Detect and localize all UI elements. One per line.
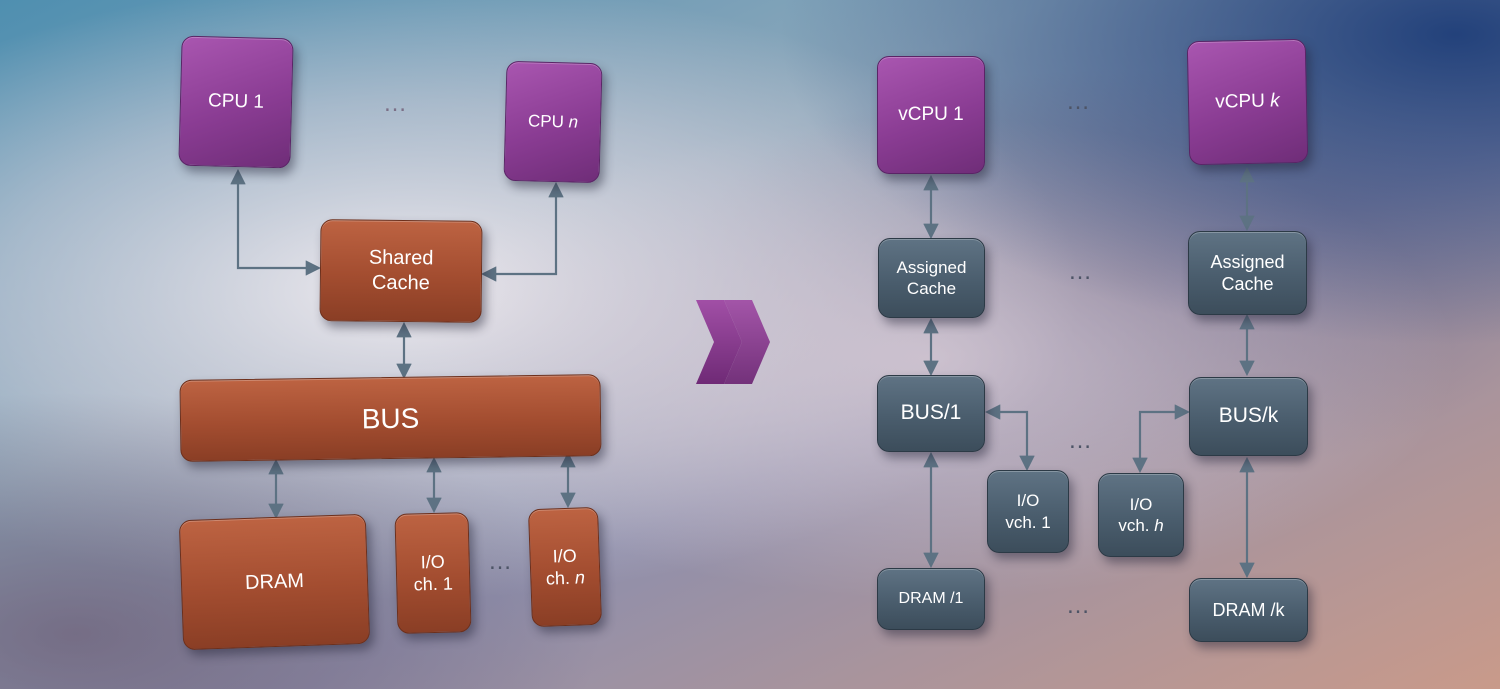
io-vch-h-box: I/O vch. h bbox=[1098, 473, 1184, 557]
io-ch-1-label-line2: ch. 1 bbox=[413, 573, 454, 595]
bus-1-label: BUS/1 bbox=[900, 401, 962, 425]
assigned-cache-k-label-line2: Cache bbox=[1221, 274, 1274, 294]
dram-label: DRAM bbox=[244, 569, 305, 594]
vcpu-1-label: vCPU 1 bbox=[898, 104, 964, 126]
assigned-cache-k-box: Assigned Cache bbox=[1188, 231, 1307, 315]
cpu-n-box: CPU n bbox=[503, 60, 603, 184]
vcpu-k-label: vCPU k bbox=[1215, 90, 1280, 113]
double-chevron-right-icon bbox=[696, 300, 770, 384]
vcpu-k-box: vCPU k bbox=[1186, 38, 1309, 166]
shared-cache-label-line2: Cache bbox=[371, 271, 430, 295]
assigned-cache-1-label-line2: Cache bbox=[906, 279, 957, 298]
assigned-cache-1-box: Assigned Cache bbox=[878, 238, 985, 318]
io-ch-n-label-line2: ch. n bbox=[545, 567, 586, 589]
right-cache-ellipsis: … bbox=[1068, 258, 1094, 285]
dram-k-box: DRAM /k bbox=[1189, 578, 1308, 642]
assigned-cache-k-label-line1: Assigned bbox=[1210, 251, 1285, 272]
io-vch-h-label-line1: I/O bbox=[1129, 494, 1153, 514]
shared-cache-label-line1: Shared bbox=[368, 246, 434, 270]
cpu-1-box: CPU 1 bbox=[178, 35, 294, 169]
right-dram-ellipsis: … bbox=[1066, 592, 1092, 619]
io-ch-1-box: I/O ch. 1 bbox=[394, 512, 472, 634]
cpu-n-label: CPU n bbox=[527, 111, 579, 133]
left-cpu-ellipsis: … bbox=[383, 90, 409, 117]
shared-cache-box: Shared Cache bbox=[319, 219, 483, 323]
io-vch-1-label-line1: I/O bbox=[1016, 491, 1040, 511]
dram-box: DRAM bbox=[178, 513, 371, 651]
io-ch-1-label-line1: I/O bbox=[420, 551, 445, 572]
io-vch-1-label-line2: vch. 1 bbox=[1005, 512, 1051, 532]
dram-k-label: DRAM /k bbox=[1212, 599, 1285, 620]
cpu-1-label: CPU 1 bbox=[207, 90, 265, 113]
right-bus-ellipsis: … bbox=[1068, 427, 1094, 454]
vcpu-1-box: vCPU 1 bbox=[877, 56, 985, 174]
io-ch-n-box: I/O ch. n bbox=[527, 506, 603, 628]
assigned-cache-1-label-line1: Assigned bbox=[896, 257, 967, 277]
dram-1-label: DRAM /1 bbox=[898, 590, 964, 607]
io-vch-1-box: I/O vch. 1 bbox=[987, 470, 1069, 553]
io-vch-h-label-line2: vch. h bbox=[1118, 516, 1164, 535]
bus-label: BUS bbox=[361, 402, 420, 434]
bus-box: BUS bbox=[179, 374, 602, 462]
bus-k-box: BUS/k bbox=[1189, 377, 1308, 456]
bus-1-box: BUS/1 bbox=[877, 375, 985, 452]
dram-1-box: DRAM /1 bbox=[877, 568, 985, 630]
io-ch-n-label-line1: I/O bbox=[552, 545, 577, 566]
left-io-ellipsis: … bbox=[488, 548, 514, 575]
right-vcpu-ellipsis: … bbox=[1066, 88, 1092, 115]
bus-k-label: BUS/k bbox=[1218, 404, 1279, 428]
